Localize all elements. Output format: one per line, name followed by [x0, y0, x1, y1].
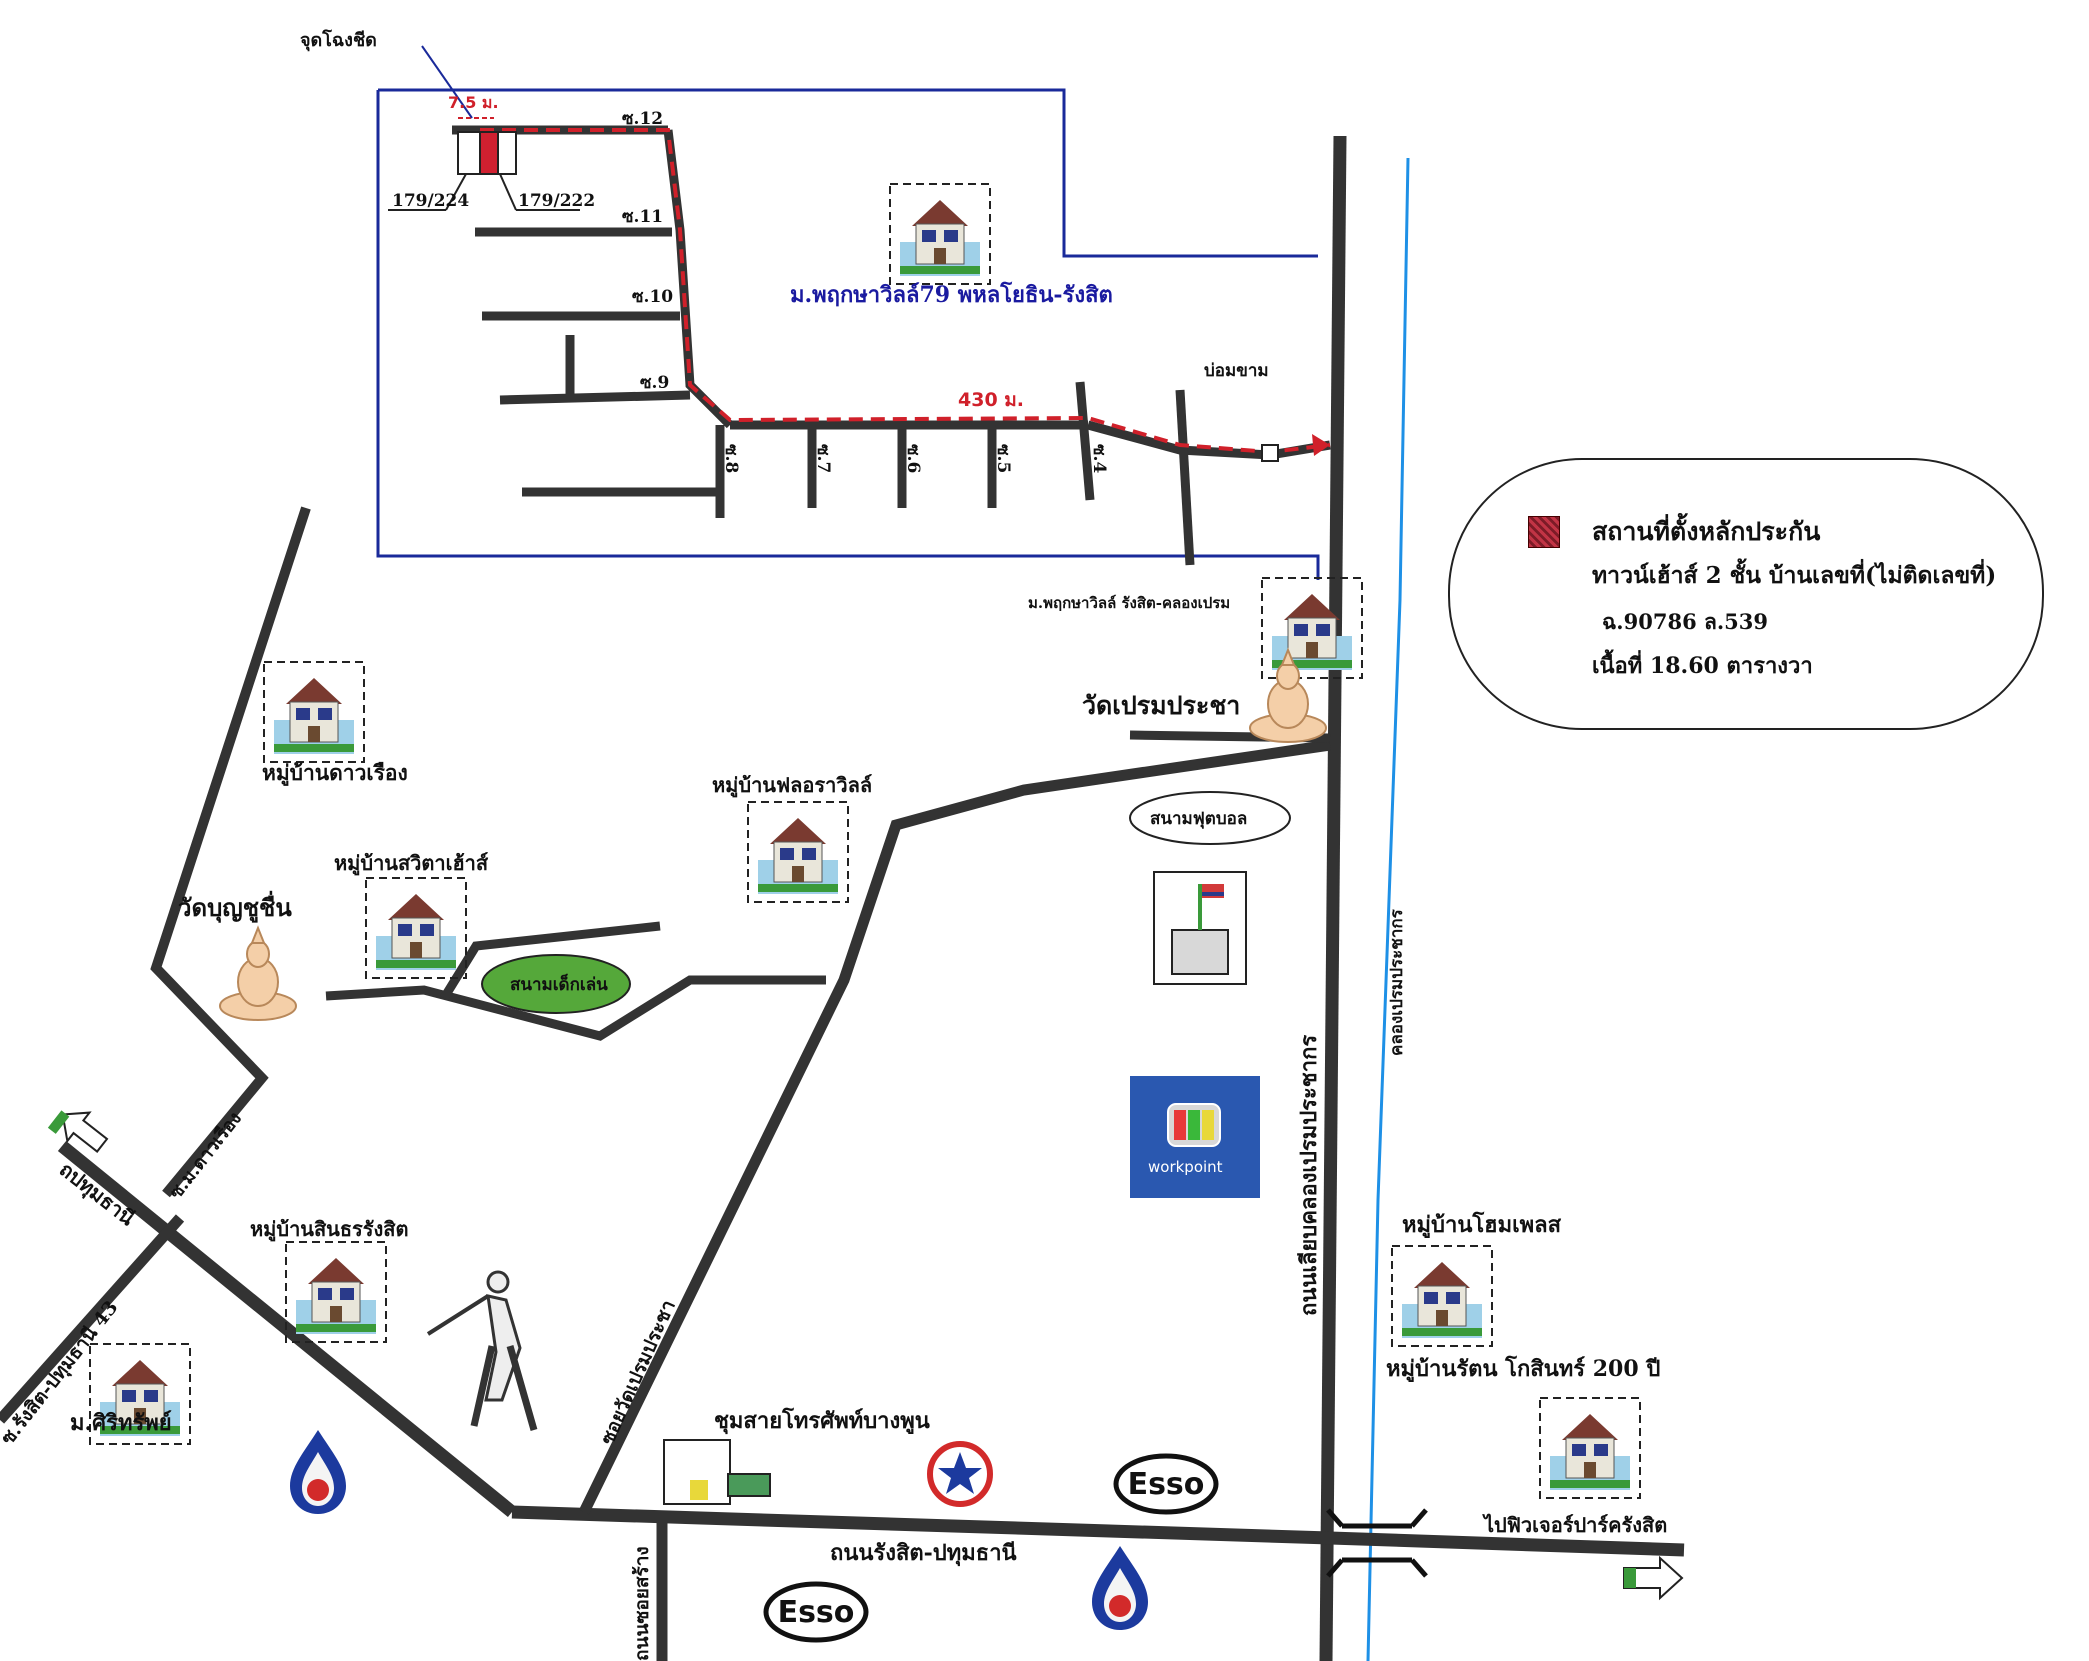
- pond-label: บ่อมขาม: [1204, 361, 1269, 381]
- flora-ville-house-icon: [747, 801, 849, 903]
- home-place-house-icon: [1391, 1245, 1493, 1347]
- route-arrow-head: [1312, 434, 1330, 456]
- soi-5-label: ซ.5: [993, 444, 1013, 473]
- main-roads: [0, 135, 1685, 1661]
- soi-8-label: ซ.8: [721, 444, 741, 473]
- exchange-label: ชุมสายโทรศัพท์บางพูน: [714, 1407, 930, 1435]
- bridge-icon: [1326, 1508, 1428, 1578]
- sinthorn-house-icon: [285, 1241, 387, 1343]
- pond-marker: [1261, 444, 1279, 462]
- telephone-exchange-icon: [663, 1439, 771, 1505]
- inset-border: [378, 88, 1318, 258]
- pruksa-klongprem-label: ม.พฤกษาวิลล์ รังสิต-คลองเปรม: [1028, 594, 1230, 612]
- sawitan-house-icon: [365, 877, 467, 979]
- ptt-station-icon-west: [290, 1430, 346, 1514]
- caltex-star-icon: [927, 1441, 993, 1507]
- football-field-marker: [1129, 791, 1291, 845]
- plot-label: จุดโฉงชีด: [300, 29, 377, 52]
- soi-6-label: ซ.6: [903, 444, 923, 473]
- rattana-label: หมู่บ้านรัตน โกสินทร์ 200 ปี: [1386, 1355, 1660, 1383]
- dao-rueang-label: หมู่บ้านดาวเรือง: [262, 760, 408, 787]
- legend-line-4: เนื้อที่ 18.60 ตารางวา: [1592, 653, 1813, 679]
- village-label: ม.พฤกษาวิลล์79 พหลโยธิน-รังสิต: [790, 281, 1113, 308]
- home-place-label: หมู่บ้านโฮมเพลส: [1402, 1211, 1562, 1239]
- soi-9-label: ซ.9: [640, 373, 669, 393]
- flora-ville-label: หมู่บ้านฟลอราวิลล์: [712, 773, 872, 799]
- golfer-icon: [426, 1270, 538, 1431]
- arrow-future-park-green: [1624, 1568, 1636, 1588]
- soi-12-label: ซ.12: [622, 109, 663, 129]
- dao-rueang-house-icon: [263, 661, 365, 763]
- arrow-pathum-green: [47, 1110, 70, 1134]
- esso-logo-south: [766, 1584, 866, 1640]
- inset-border-lower: [376, 90, 1320, 580]
- wat-bun-label: วัดบุญชูชื่น: [178, 890, 292, 924]
- playground-label: สนามเด็กเล่น: [510, 972, 608, 995]
- soi-wat-prem-label: ซอยวัดเปรมประชา: [596, 1297, 679, 1448]
- soi-7-label: ซ.7: [813, 444, 833, 473]
- legend-swatch-icon: [1528, 516, 1560, 548]
- sinthorn-label: หมู่บ้านสินธรรังสิต: [250, 1217, 409, 1243]
- soi-4-label: ซ.4: [1089, 444, 1109, 473]
- school-icon: [1153, 871, 1247, 985]
- ptt-station-icon-south: [1092, 1546, 1148, 1630]
- route-line: [480, 128, 1331, 455]
- legend-box: สถานที่ตั้งหลักประกัน ทาวน์เฮ้าส์ 2 ชั้น…: [1448, 458, 2044, 730]
- pruksa79-house-icon: [889, 183, 991, 285]
- wat-bun-temple-icon: [219, 927, 297, 1021]
- legend-title: สถานที่ตั้งหลักประกัน: [1592, 517, 1821, 546]
- legend-line-3: ฉ.90786 ล.539: [1602, 609, 1769, 634]
- arrow-pathum-icon: [61, 1111, 109, 1153]
- canal-line: [1366, 157, 1410, 1661]
- sawitan-label: หมู่บ้านสวิตาเฮ้าส์: [334, 851, 489, 877]
- esso-logo-north: [1116, 1456, 1216, 1512]
- soi-dao-label: ซ.ม.ดาวเรือง: [165, 1108, 246, 1203]
- width-label: 7.5 ม.: [448, 93, 499, 112]
- rattana-house-icon: [1539, 1397, 1641, 1499]
- soi-11-label: ซ.11: [622, 207, 663, 227]
- distance-label: 430 ม.: [958, 389, 1024, 411]
- legend-line-2: ทาวน์เฮ้าส์ 2 ชั้น บ้านเลขที่(ไม่ติดเลขท…: [1592, 562, 1997, 589]
- canal-label: คลองเปรมประชากร: [1387, 908, 1407, 1056]
- soi-10-label: ซ.10: [632, 287, 673, 307]
- house-left-label: 179/224: [392, 191, 469, 211]
- workpoint-label: workpoint: [1148, 1158, 1223, 1176]
- future-park-label: ไปฟิวเจอร์ปาร์ครังสิต: [1482, 1513, 1667, 1537]
- house-right-label: 179/222: [518, 191, 595, 211]
- workpoint-logo: workpoint: [1130, 1076, 1260, 1198]
- rd-rangsit-pathum-label: ถนนรังสิต-ปทุมธานี: [830, 1540, 1017, 1567]
- rd-khao-tang-label: ถนนซอยสร้าง: [631, 1546, 653, 1661]
- rd-klong-prem-label: ถนนเลียบคลองเปรมประชากร: [1296, 1035, 1322, 1316]
- siri-label: ม.ศิริทรัพย์: [70, 1410, 172, 1436]
- pruksa-klongprem-house-icon: [1261, 577, 1363, 679]
- football-field-label: สนามฟุตบอล: [1150, 809, 1247, 829]
- wat-prem-pracha-label: วัดเปรมประชา: [1082, 691, 1240, 720]
- playground-marker: [481, 954, 631, 1014]
- inset-roads: [452, 125, 1331, 566]
- plot-houses: [388, 45, 580, 211]
